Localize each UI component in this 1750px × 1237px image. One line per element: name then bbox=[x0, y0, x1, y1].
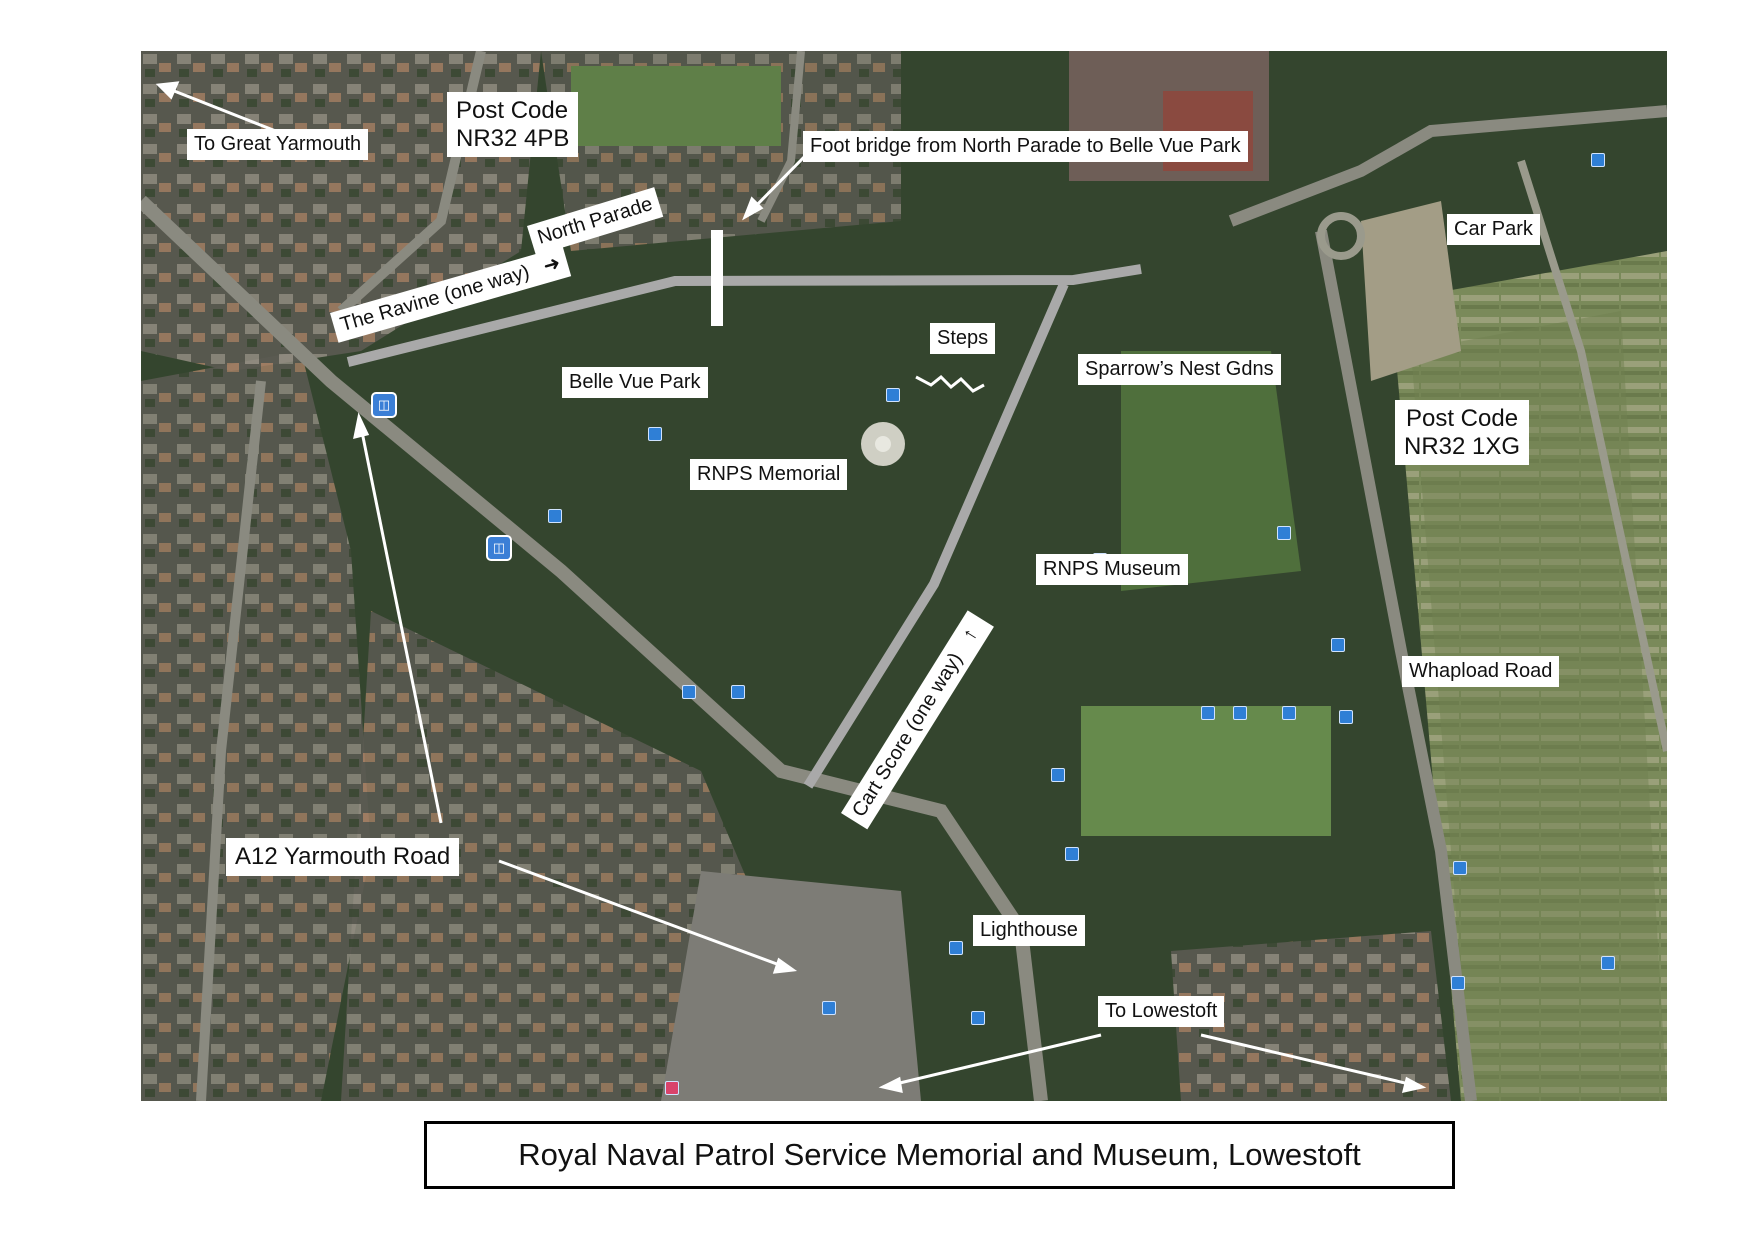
label-whapload-road: Whapload Road bbox=[1402, 656, 1560, 687]
arrow-left-icon: ← bbox=[957, 618, 987, 648]
label-to-great-yarmouth: To Great Yarmouth bbox=[187, 129, 369, 160]
poi-marker-icon[interactable] bbox=[648, 427, 662, 441]
poi-marker-icon[interactable] bbox=[1282, 706, 1296, 720]
label-post-code-south: Post Code NR32 1XG bbox=[1395, 400, 1530, 466]
label-post-code-north: Post Code NR32 4PB bbox=[447, 92, 579, 158]
poi-marker-icon[interactable] bbox=[1065, 847, 1079, 861]
poi-marker-icon[interactable] bbox=[1233, 706, 1247, 720]
poi-marker-icon[interactable] bbox=[1591, 153, 1605, 167]
poi-marker-icon[interactable] bbox=[682, 685, 696, 699]
museum-icon[interactable] bbox=[1331, 638, 1345, 652]
poi-marker-icon[interactable] bbox=[1453, 861, 1467, 875]
poi-marker-icon[interactable] bbox=[822, 1001, 836, 1015]
hospital-icon[interactable] bbox=[665, 1081, 679, 1095]
poi-marker-icon[interactable] bbox=[949, 941, 963, 955]
label-belle-vue-park: Belle Vue Park bbox=[562, 367, 708, 398]
aerial-map: ◫ ◫ To Great Yarmouth Post Code NR32 4PB… bbox=[141, 51, 1667, 1101]
label-steps: Steps bbox=[930, 323, 996, 354]
bus-stop-icon[interactable]: ◫ bbox=[371, 392, 397, 418]
label-a12-road: A12 Yarmouth Road bbox=[226, 838, 460, 876]
label-sparrows-nest: Sparrow’s Nest Gdns bbox=[1078, 354, 1281, 385]
label-rnps-memorial: RNPS Memorial bbox=[690, 459, 848, 490]
poi-marker-icon[interactable] bbox=[1201, 706, 1215, 720]
poi-marker-icon[interactable] bbox=[731, 685, 745, 699]
poi-marker-icon[interactable] bbox=[886, 388, 900, 402]
poi-marker-icon[interactable] bbox=[1277, 526, 1291, 540]
arrow-right-icon: ➜ bbox=[540, 252, 564, 278]
label-foot-bridge: Foot bridge from North Parade to Belle V… bbox=[803, 131, 1248, 162]
poi-marker-icon[interactable] bbox=[971, 1011, 985, 1025]
poi-marker-icon[interactable] bbox=[1051, 768, 1065, 782]
poi-marker-icon[interactable] bbox=[1339, 710, 1353, 724]
map-caption: Royal Naval Patrol Service Memorial and … bbox=[424, 1121, 1455, 1189]
the-ravine-route bbox=[346, 264, 1142, 367]
cart-score-route bbox=[803, 282, 1069, 789]
label-car-park: Car Park bbox=[1447, 214, 1540, 245]
label-to-lowestoft: To Lowestoft bbox=[1098, 996, 1225, 1027]
bus-stop-icon[interactable]: ◫ bbox=[486, 535, 512, 561]
label-lighthouse: Lighthouse bbox=[973, 915, 1085, 946]
poi-marker-icon[interactable] bbox=[1451, 976, 1465, 990]
poi-marker-icon[interactable] bbox=[548, 509, 562, 523]
annotation-arrows bbox=[155, 81, 1427, 1093]
poi-marker-icon[interactable] bbox=[1601, 956, 1615, 970]
aerial-background bbox=[141, 51, 1667, 1101]
label-rnps-museum: RNPS Museum bbox=[1036, 554, 1188, 585]
steps-zigzag bbox=[915, 374, 985, 393]
